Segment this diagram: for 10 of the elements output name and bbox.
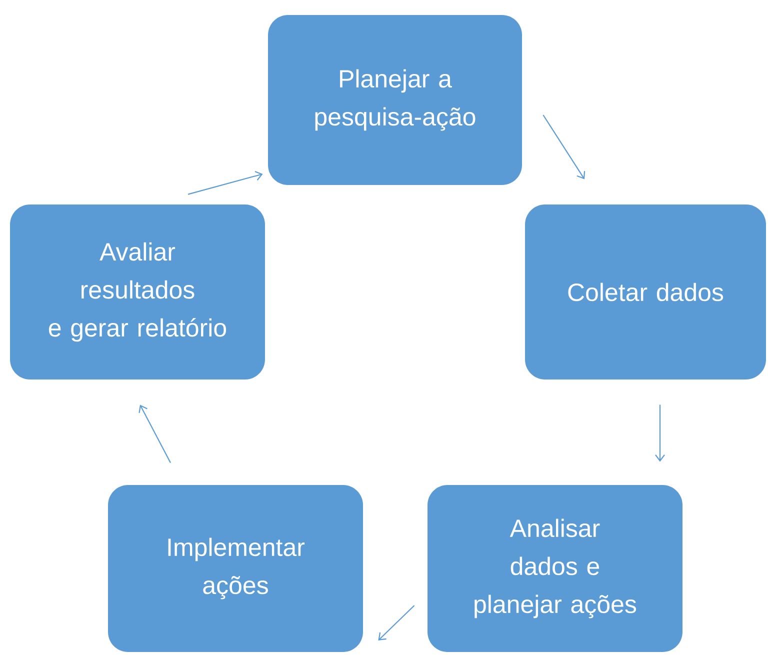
arrow <box>378 605 415 640</box>
process-box: Analisar dados e planejar ações <box>428 485 682 652</box>
process-box: Implementar ações <box>108 485 363 652</box>
arrow <box>542 114 586 180</box>
arrow <box>138 404 171 464</box>
process-box: Planejar a pesquisa-ação <box>268 15 522 185</box>
arrow <box>655 404 665 462</box>
process-box: Coletar dados <box>525 204 766 380</box>
arrow <box>188 170 263 195</box>
process-box: Avaliar resultados e gerar relatório <box>10 204 265 380</box>
